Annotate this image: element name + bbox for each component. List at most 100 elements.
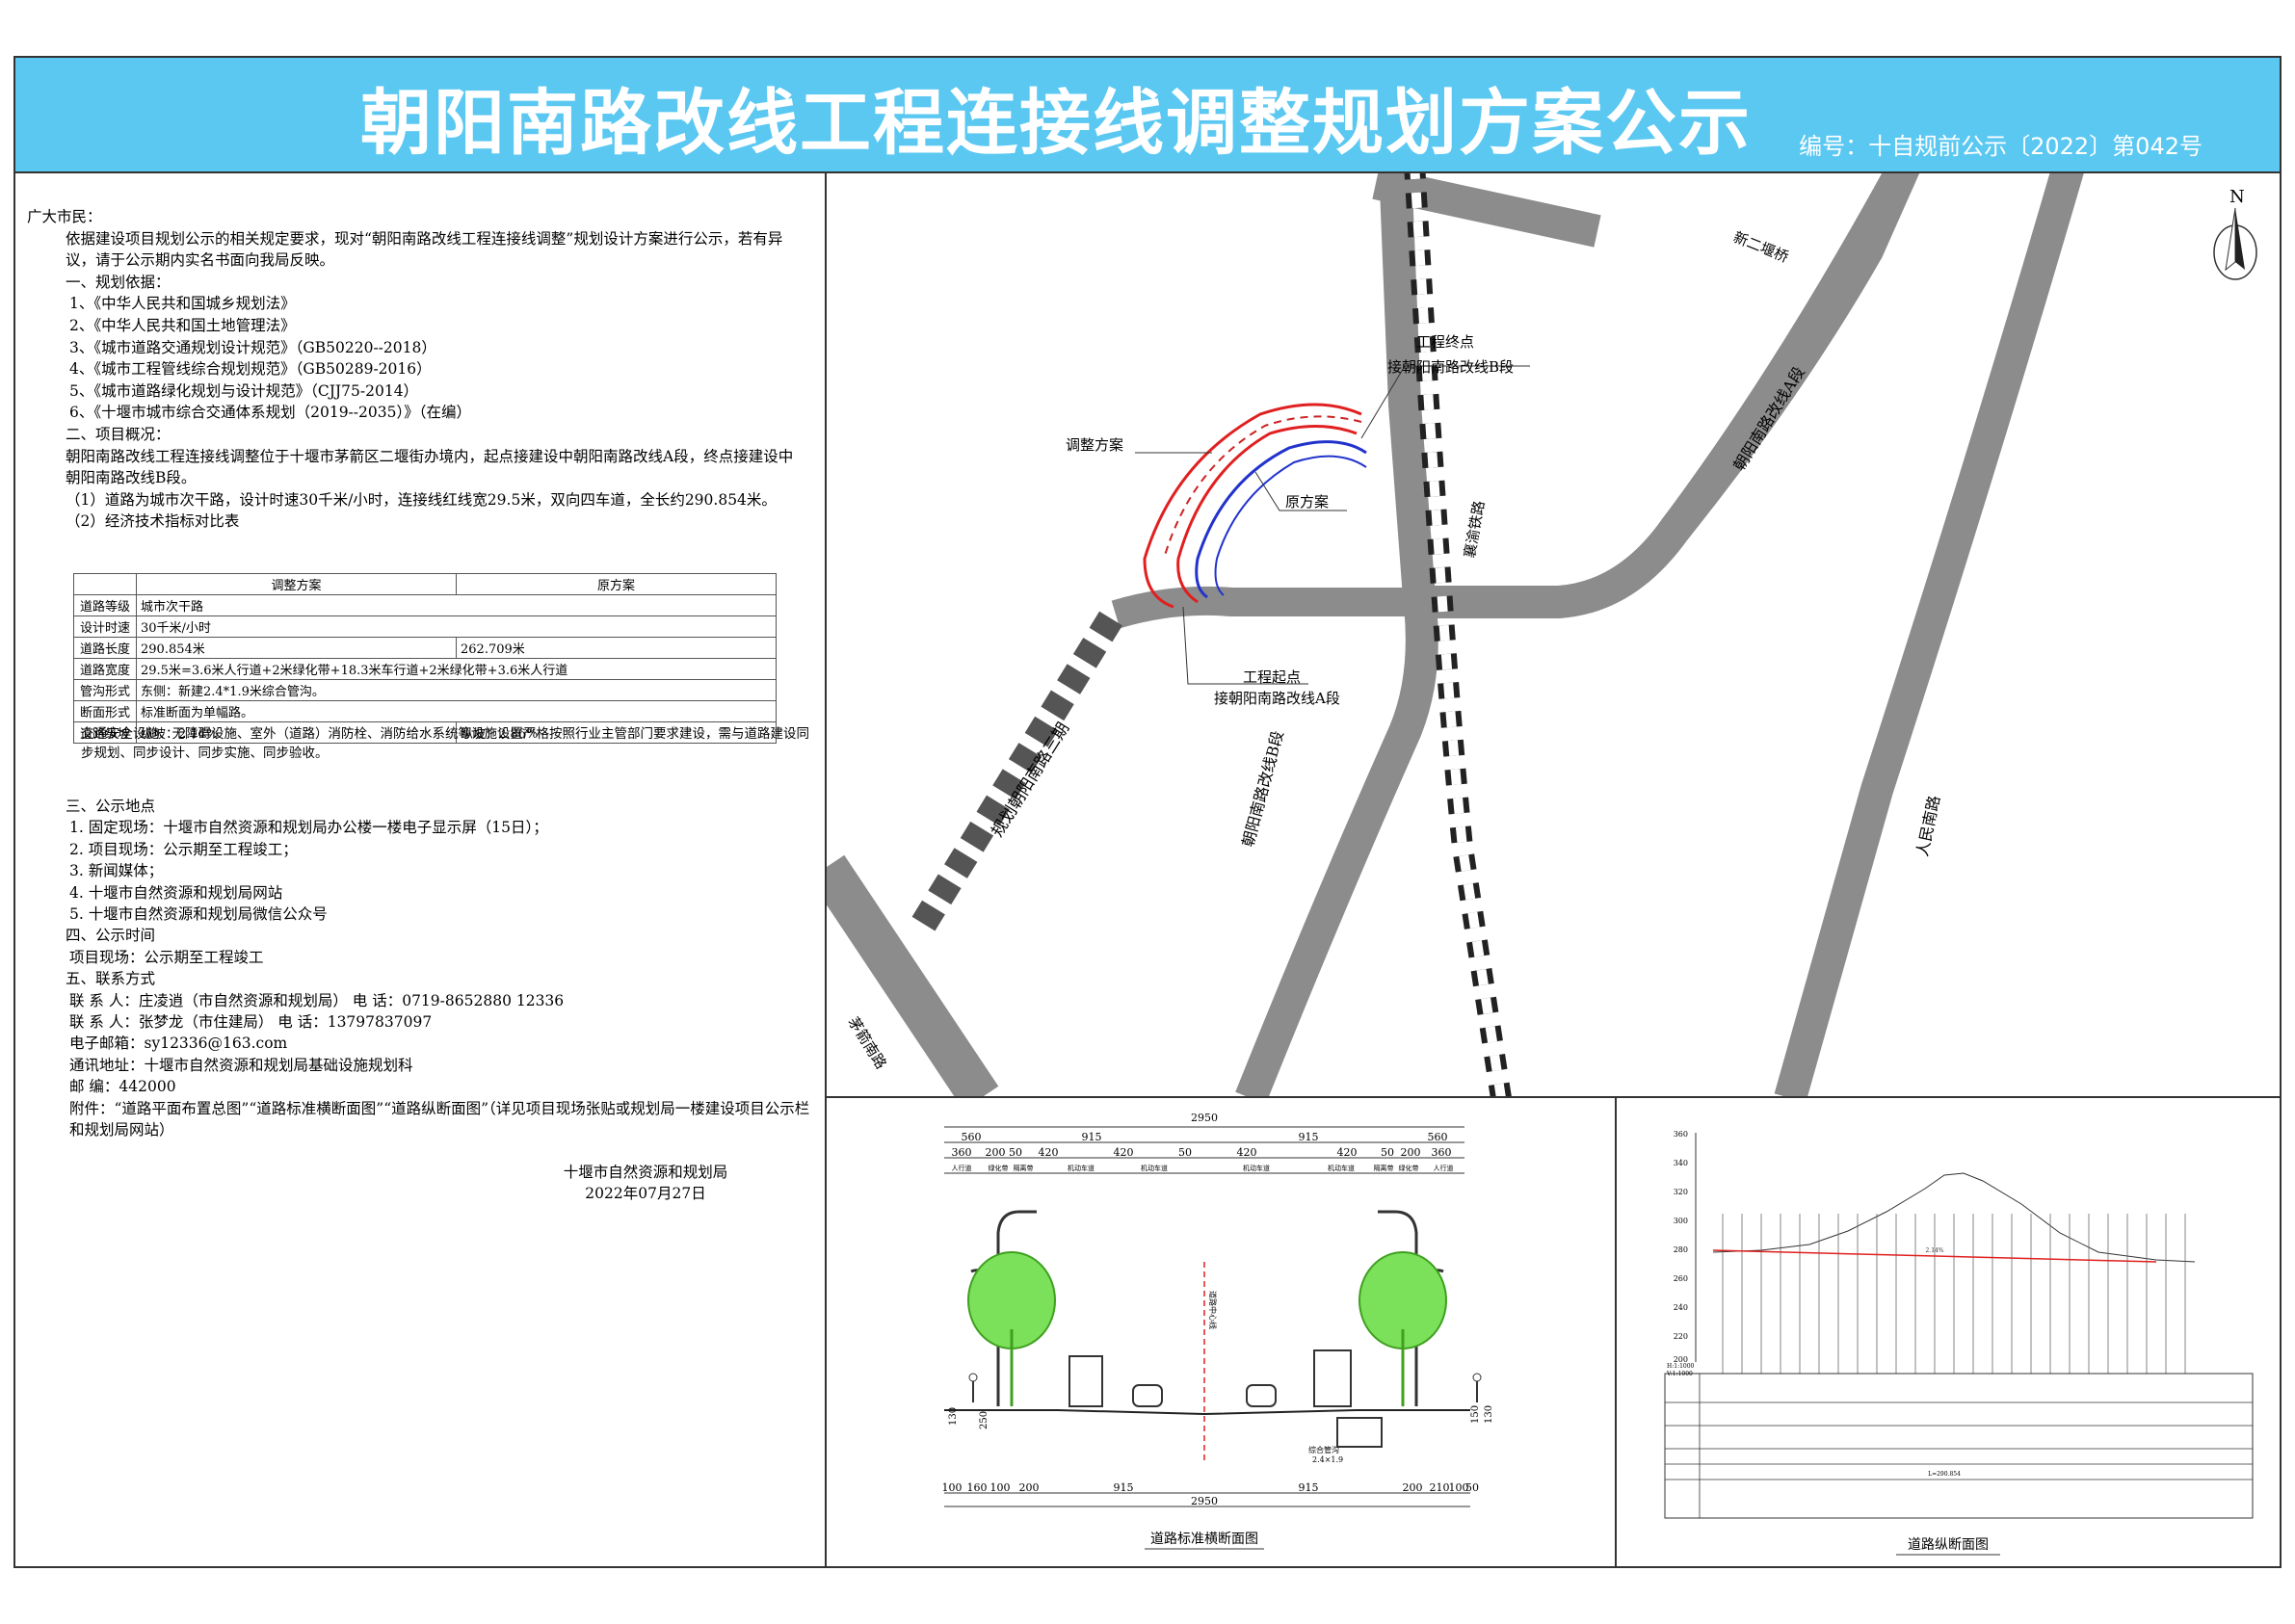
section5-title: 五、联系方式 [66,970,156,988]
erduan-label: 新二堰桥 [1731,228,1791,266]
table-cell: 管沟形式 [73,679,137,701]
table-cell: 道路宽度 [73,658,137,680]
renmin-label: 人民南路 [1912,794,1943,858]
profile-caption: 道路纵断面图 [1908,1537,1989,1553]
adjusted-line-outer [1143,403,1362,609]
cross-section-caption: 道路标准横断面图 [1150,1532,1258,1547]
table-header: 原方案 [456,573,777,595]
overview-item: （1）道路为城市次干路，设计时速30千米/小时，连接线红线宽29.5米，双向四车… [66,490,777,509]
leader-start [1182,606,1308,685]
car-right-icon [1246,1384,1277,1407]
place-item: 5. 十堰市自然资源和规划局微信公众号 [69,905,328,924]
dim-bottom: 915 [1114,1481,1134,1494]
table-cell: 设计时速 [73,616,137,638]
sign-org: 十堰市自然资源和规划局 [563,1164,728,1181]
dim-mid: 50 [1178,1146,1192,1159]
road-maojian [827,854,999,1096]
dim-right: 130 [1484,1405,1494,1424]
original-line [1195,440,1367,599]
north-arrow-icon [2213,207,2257,280]
y-tick: 220 [1674,1332,1688,1341]
dim-bottom: 200 [1403,1481,1423,1494]
table-row: 设计时速 30千米/小时 [73,616,777,638]
attachment-line: 附件：“道路平面布置总图”“道路标准横断面图”“道路纵断面图”（详见项目现场张贴… [69,1099,810,1139]
truck-right-icon [1313,1349,1352,1407]
y-tick: 340 [1674,1159,1688,1167]
b-section-road-label: 朝阳南路改线B段 [1239,729,1287,849]
dim-total: 2950 [1191,1112,1218,1124]
table-cell: 纵坡：2.86% [456,721,777,744]
adjusted-centerline [1163,415,1362,560]
street-lamp-left [996,1210,1037,1406]
notice-panel [15,173,827,1566]
lane-label: 绿化带 [989,1164,1009,1172]
table-cell: 标准断面为单幅路。 [136,700,777,722]
lane-label: 机动车道 [1243,1164,1270,1172]
table-row: 道路长度 290.854米 262.709米 [73,637,777,659]
end-desc-label: 接朝阳南路改线B段 [1387,358,1514,376]
signature-block: 十堰市自然资源和规划局 2022年07月27日 [520,1162,771,1204]
dim-top: 560 [962,1131,982,1143]
length-label: L=290.854 [1928,1471,1961,1478]
north-label: N [2229,187,2245,207]
section4-title: 四、公示时间 [66,927,156,945]
truck-left-icon [1068,1355,1103,1407]
cross-section-panel: 2950 560 915 420 915 560 360 200 50 420 … [827,1098,1617,1566]
y-tick: 300 [1674,1217,1688,1225]
lane-label: 机动车道 [1141,1164,1168,1172]
table-cell: 纵坡：2.14% [136,721,457,744]
table-cell: 290.854米 [136,637,457,659]
adjusted-label: 调整方案 [1066,436,1123,454]
dim-bottom: 100 [990,1481,1011,1494]
start-point-label: 工程起点 [1243,668,1301,686]
dim-mid: 420 [1114,1146,1134,1159]
start-desc-label: 接朝阳南路改线A段 [1214,690,1340,707]
header-banner: 朝阳南路改线工程连接线调整规划方案公示 编号：十自规前公示〔2022〕第042号 [15,58,2280,173]
dim-mid: 360 [1432,1146,1452,1159]
table-header [73,573,137,595]
poster-frame [13,56,2282,1568]
dim-bottom: 200 [1019,1481,1040,1494]
basis-item: 3、《城市道路交通规划设计规范》（GB50220--2018） [69,338,436,356]
contact-line: 联 系 人：庄凌逍（市自然资源和规划局） 电 话：0719-8652880 12… [69,991,565,1009]
dim-left: 250 [979,1411,989,1429]
notice-text: 广大市民： 依据建设项目规划公示的相关规定要求，现对“朝阳南路改线工程连接线调整… [27,206,807,533]
dim-bottom: 915 [1299,1481,1319,1494]
cross-section-svg: 2950 560 915 420 915 560 360 200 50 420 … [942,1112,1494,1550]
intro-paragraph: 依据建设项目规划公示的相关规定要求，现对“朝阳南路改线工程连接线调整”规划设计方… [66,229,783,270]
dim-bottom-total: 2950 [1191,1495,1218,1507]
section2-title: 二、项目概况： [66,425,171,443]
table-cell: 道路长度 [73,637,137,659]
notice-number: 编号：十自规前公示〔2022〕第042号 [1799,133,2203,160]
overview-item: （2）经济技术指标对比表 [66,512,240,531]
dim-top: 915 [1299,1131,1319,1143]
scale-h: H:1:1000 [1667,1363,1695,1370]
y-tick: 260 [1674,1274,1688,1283]
profile-data-table [1664,1373,2254,1519]
table-cell: 道路等级 [73,594,137,616]
dim-bottom: 160 [967,1481,988,1494]
ground-line [944,1409,1470,1416]
dim-bottom: 100 [942,1481,963,1494]
basis-item: 4、《城市工程管线综合规划规范》（GB50289-2016） [69,360,432,379]
utility-tunnel [1336,1417,1383,1448]
y-tick: 360 [1674,1130,1688,1139]
design-grade-line [1712,1249,2157,1263]
dim-mid: 50 [1381,1146,1394,1159]
basis-item: 2、《中华人民共和国土地管理法》 [69,316,296,334]
table-cell: 道路纵坡 [73,721,137,744]
dim-left: 130 [948,1407,959,1426]
contact-line: 联 系 人：张梦龙（市住建局） 电 话：13797837097 [69,1013,433,1032]
y-tick: 240 [1674,1303,1688,1312]
road-renmin [1774,173,2084,1096]
station-lines [1722,1214,2186,1374]
y-tick: 200 [1674,1355,1688,1364]
table-cell: 城市次干路 [136,594,777,616]
table-cell: 东侧：新建2.4*1.9米综合管沟。 [136,679,777,701]
dim-bottom: 50 [1465,1481,1479,1494]
lane-label: 隔离带 [1374,1164,1394,1172]
y-tick: 320 [1674,1188,1688,1196]
dim-mid: 360 [952,1146,972,1159]
road-xinerdan [1372,173,1601,248]
tree-right-icon [1359,1251,1447,1406]
